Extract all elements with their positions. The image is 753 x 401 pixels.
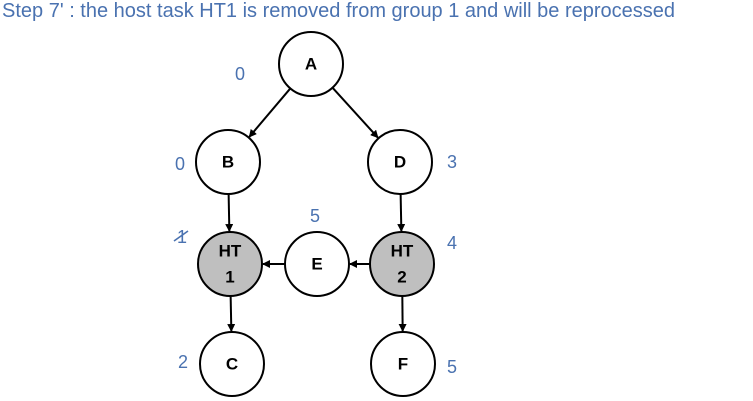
edge-b-to-ht1 xyxy=(225,193,234,233)
edges-layer xyxy=(225,87,407,333)
annotations-layer: 0 0 3 1 5 4 2 5 xyxy=(173,64,457,377)
annotation-b: 0 xyxy=(175,154,185,174)
annotation-f: 5 xyxy=(447,357,457,377)
annotation-c: 2 xyxy=(178,352,188,372)
node-label: F xyxy=(398,355,408,374)
node-circle xyxy=(197,231,263,297)
diagram-title: Step 7' : the host task HT1 is removed f… xyxy=(2,0,676,22)
node-label: D xyxy=(394,153,406,172)
edge-a-to-b xyxy=(248,87,292,138)
node-label: HT xyxy=(391,242,414,261)
annotation-e: 5 xyxy=(310,206,320,226)
node-c: C xyxy=(199,331,265,397)
node-label: 1 xyxy=(225,268,234,287)
node-f: F xyxy=(370,331,436,397)
strikethrough-mark xyxy=(173,230,189,242)
annotation-ht1: 1 xyxy=(177,227,187,247)
node-circle xyxy=(370,331,436,397)
node-label: A xyxy=(305,55,317,74)
edge-ht1-to-c xyxy=(227,295,236,333)
node-circle xyxy=(284,231,350,297)
node-circle xyxy=(278,31,344,97)
edge-a-to-d xyxy=(331,87,379,139)
node-circle xyxy=(195,129,261,195)
node-ht1: HT 1 xyxy=(197,231,263,297)
annotation-ht2: 4 xyxy=(447,233,457,253)
node-label: E xyxy=(311,255,322,274)
node-ht2: HT 2 xyxy=(369,231,435,297)
node-d: D xyxy=(367,129,433,195)
node-circle xyxy=(199,331,265,397)
annotation-a: 0 xyxy=(235,64,245,84)
nodes-layer: A B D HT 1 E HT 2C F xyxy=(195,31,436,397)
node-circle xyxy=(369,231,435,297)
node-b: B xyxy=(195,129,261,195)
node-a: A xyxy=(278,31,344,97)
node-label: B xyxy=(222,153,234,172)
node-label: HT xyxy=(219,242,242,261)
node-circle xyxy=(367,129,433,195)
node-e: E xyxy=(284,231,350,297)
edge-d-to-ht2 xyxy=(397,193,406,233)
annotation-d: 3 xyxy=(447,152,457,172)
node-label: 2 xyxy=(397,268,406,287)
node-label: C xyxy=(226,355,238,374)
